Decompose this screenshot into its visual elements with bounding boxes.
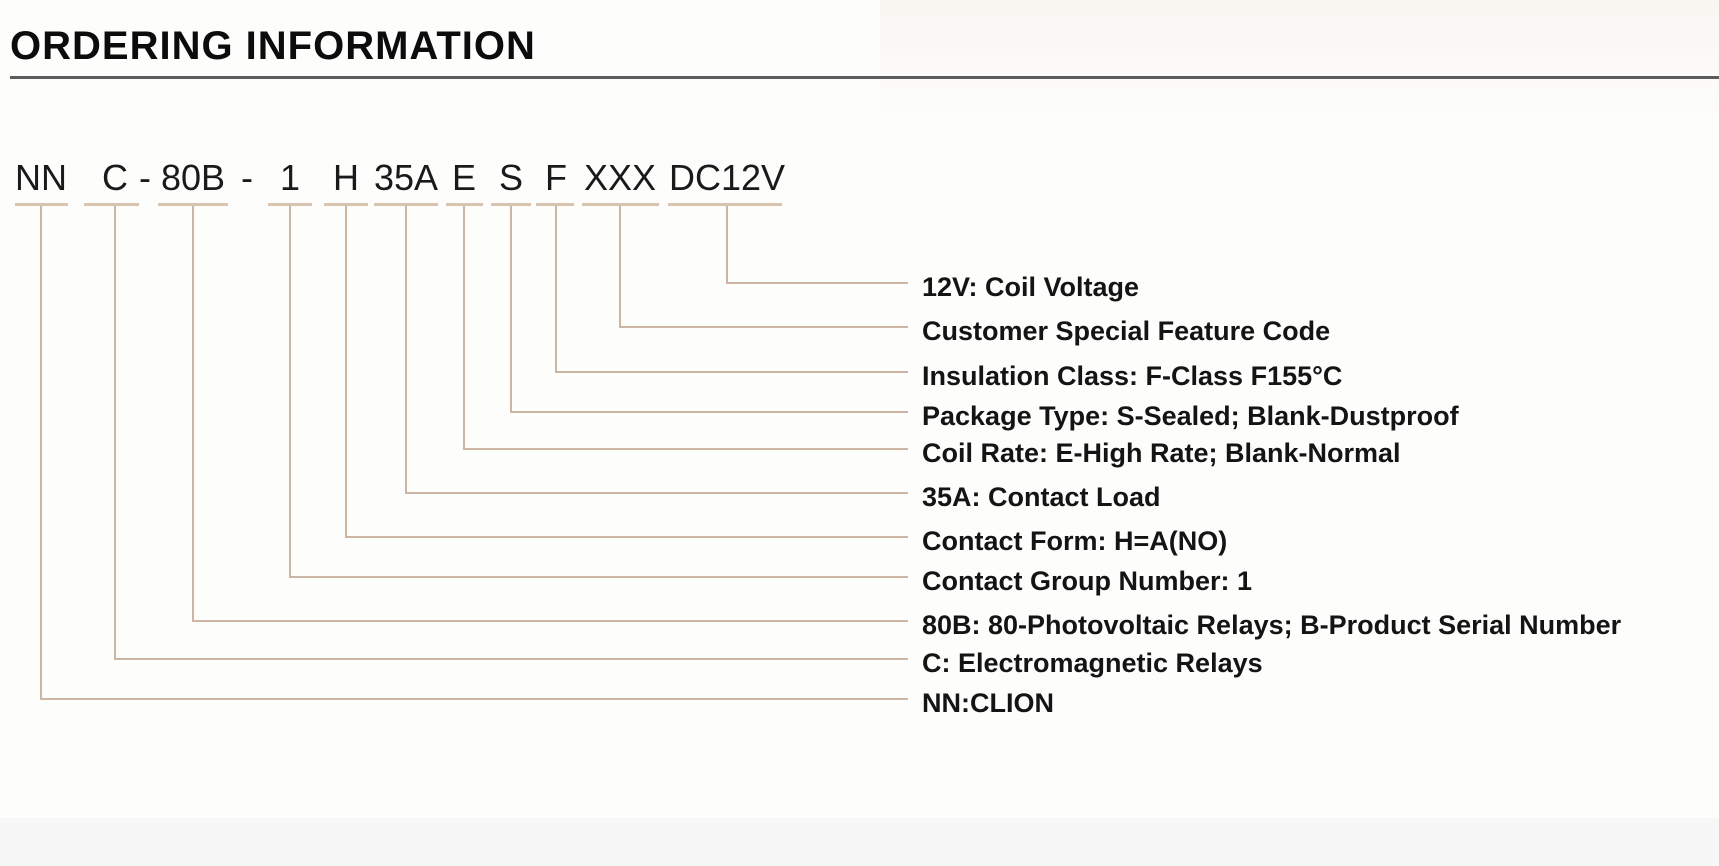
segment-label: Contact Group Number: 1: [922, 566, 1253, 596]
title-underline-rule: [10, 76, 1719, 79]
segment-connector-horizontal: [510, 411, 908, 413]
segment-underline: [268, 203, 312, 206]
product-code-segment: XXX: [583, 157, 657, 198]
segment-label: Customer Special Feature Code: [922, 316, 1331, 346]
segment-connector-vertical: [40, 206, 42, 700]
segment-connector-horizontal: [726, 282, 908, 284]
segment-connector-vertical: [726, 206, 728, 284]
segment-underline: [536, 203, 574, 206]
segment-label: 35A: Contact Load: [922, 482, 1161, 512]
segment-connector-vertical: [463, 206, 465, 450]
segment-underline: [158, 203, 228, 206]
segment-connector-vertical: [192, 206, 194, 622]
segment-connector-horizontal: [405, 492, 908, 494]
code-separator: -: [139, 157, 151, 198]
segment-connector-horizontal: [289, 576, 908, 578]
product-code-segment: C: [102, 157, 128, 198]
product-code-segment: 1: [279, 157, 301, 198]
segment-underline: [491, 203, 531, 206]
segment-connector-vertical: [345, 206, 347, 538]
segment-underline: [15, 203, 68, 206]
segment-label: NN:CLION: [922, 688, 1054, 718]
product-code-segment: NN: [15, 157, 67, 198]
product-code-segment: E: [451, 157, 477, 198]
segment-label: Coil Rate: E-High Rate; Blank-Normal: [922, 438, 1401, 468]
segment-connector-vertical: [114, 206, 116, 660]
segment-underline: [324, 203, 368, 206]
segment-label: Package Type: S-Sealed; Blank-Dustproof: [922, 401, 1459, 431]
product-code-segment: DC12V: [668, 157, 786, 198]
segment-connector-vertical: [289, 206, 291, 578]
product-code-segment: S: [498, 157, 524, 198]
segment-label: Insulation Class: F-Class F155°C: [922, 361, 1343, 391]
segment-connector-horizontal: [619, 326, 908, 328]
segment-label: 80B: 80-Photovoltaic Relays; B-Product S…: [922, 610, 1622, 640]
page-bottom-band: [0, 818, 1719, 866]
product-code-segment: H: [333, 157, 359, 198]
product-code-segment: F: [545, 157, 567, 198]
product-code-segment: 35A: [373, 157, 439, 198]
segment-connector-vertical: [555, 206, 557, 373]
segment-connector-horizontal: [463, 448, 908, 450]
code-separator: -: [241, 157, 253, 198]
segment-underline: [374, 203, 438, 206]
segment-label: Contact Form: H=A(NO): [922, 526, 1228, 556]
segment-connector-horizontal: [192, 620, 908, 622]
segment-label: 12V: Coil Voltage: [922, 272, 1140, 302]
product-code-segment: 80B: [160, 157, 226, 198]
segment-connector-horizontal: [114, 658, 908, 660]
segment-connector-horizontal: [555, 371, 908, 373]
segment-connector-vertical: [510, 206, 512, 413]
segment-connector-horizontal: [345, 536, 908, 538]
segment-label: C: Electromagnetic Relays: [922, 648, 1263, 678]
segment-underline: [446, 203, 483, 206]
segment-underline: [84, 203, 139, 206]
segment-underline: [582, 203, 659, 206]
segment-connector-vertical: [405, 206, 407, 494]
page-title: ORDERING INFORMATION: [10, 24, 536, 68]
segment-underline: [668, 203, 782, 206]
segment-connector-vertical: [619, 206, 621, 328]
segment-connector-horizontal: [40, 698, 908, 700]
